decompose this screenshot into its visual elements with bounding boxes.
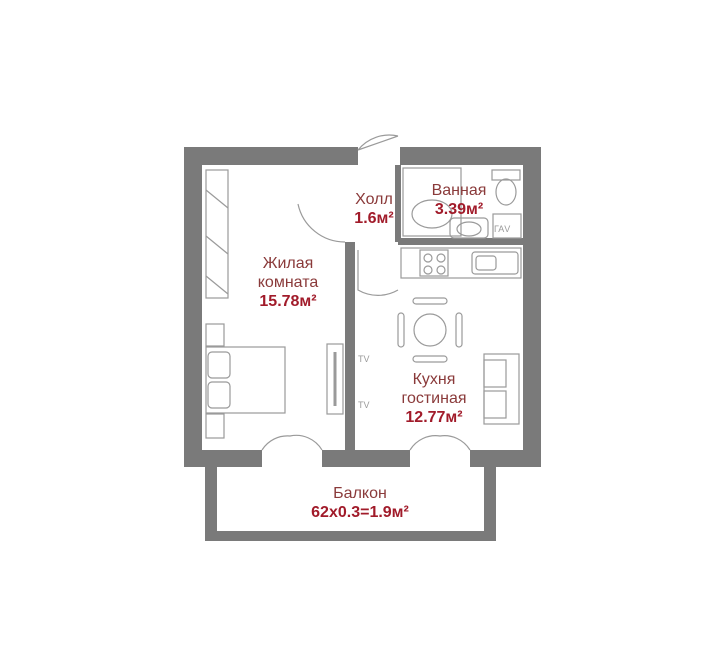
wardrobe <box>205 169 229 299</box>
bath-area: 3.39м² <box>434 201 484 219</box>
balcony-label: Балкон 62x0.3=1.9м² <box>295 484 425 522</box>
stove <box>419 249 449 277</box>
wall-bottom-2 <box>322 450 410 467</box>
wall-top-left <box>184 147 358 165</box>
toilet <box>495 178 517 206</box>
wall-hall-bath <box>395 165 401 242</box>
washer-label: ГАV <box>494 224 510 234</box>
bath-fixtures <box>402 167 522 239</box>
living-furniture <box>205 169 344 439</box>
kitchen-name-1: Кухня <box>412 371 456 388</box>
wall-bottom-1 <box>184 450 262 467</box>
pillow-2 <box>207 381 231 409</box>
kitchen-sink <box>471 251 519 275</box>
balcony-walls <box>205 467 496 541</box>
balcony-door-right <box>409 435 471 451</box>
living-room-area: 15.78м² <box>259 293 317 311</box>
balcony-door-left <box>261 434 323 451</box>
wall-right <box>523 147 541 467</box>
nightstand-top <box>205 323 225 347</box>
kitchen-counter <box>400 247 522 279</box>
entrance-door <box>357 134 399 151</box>
hall-door-swing <box>297 203 346 243</box>
kitchen-name-2: гостиная <box>401 390 467 408</box>
doors <box>261 134 471 451</box>
balcony-name: Балкон <box>333 485 387 502</box>
nightstand-bottom <box>205 413 225 439</box>
tv-label: TV <box>358 354 370 364</box>
wall-bottom-3 <box>470 450 541 467</box>
kitchen-furniture <box>397 247 522 425</box>
bathtub <box>402 167 462 237</box>
dining-table <box>413 313 447 347</box>
toilet-tank <box>491 169 521 181</box>
balcony-right <box>484 467 496 541</box>
balcony-bottom <box>205 531 496 541</box>
kitchen-door-swing <box>357 250 399 296</box>
kitchen-area: 12.77м² <box>405 409 463 427</box>
hall-area: 1.6м² <box>354 210 394 228</box>
bath-name: Ванная <box>431 182 487 199</box>
sink <box>449 217 489 239</box>
hall-label: Холл 1.6м² <box>348 190 400 228</box>
wall-left <box>184 147 202 467</box>
living-room-label: Жилая комната 15.78м² <box>248 254 328 312</box>
wall-bath-kitchen <box>398 238 523 245</box>
tv-stand <box>326 343 344 415</box>
sofa <box>483 353 520 425</box>
washer <box>492 213 522 239</box>
balcony-area: 62x0.3=1.9м² <box>311 504 409 522</box>
living-room-name-2: комната <box>257 274 319 292</box>
living-room-name-1: Жилая <box>262 255 314 272</box>
kitchen-label: Кухня гостиная 12.77м² <box>392 370 476 428</box>
bed <box>205 346 286 414</box>
balcony-left <box>205 467 217 541</box>
wall-partition-vertical <box>345 242 355 450</box>
bath-label: Ванная 3.39м² <box>424 181 494 219</box>
pillow-1 <box>207 351 231 379</box>
wall-top-right <box>400 147 541 165</box>
tv-label-2: TV <box>358 400 370 410</box>
hall-name: Холл <box>355 191 393 208</box>
walls <box>184 147 541 467</box>
